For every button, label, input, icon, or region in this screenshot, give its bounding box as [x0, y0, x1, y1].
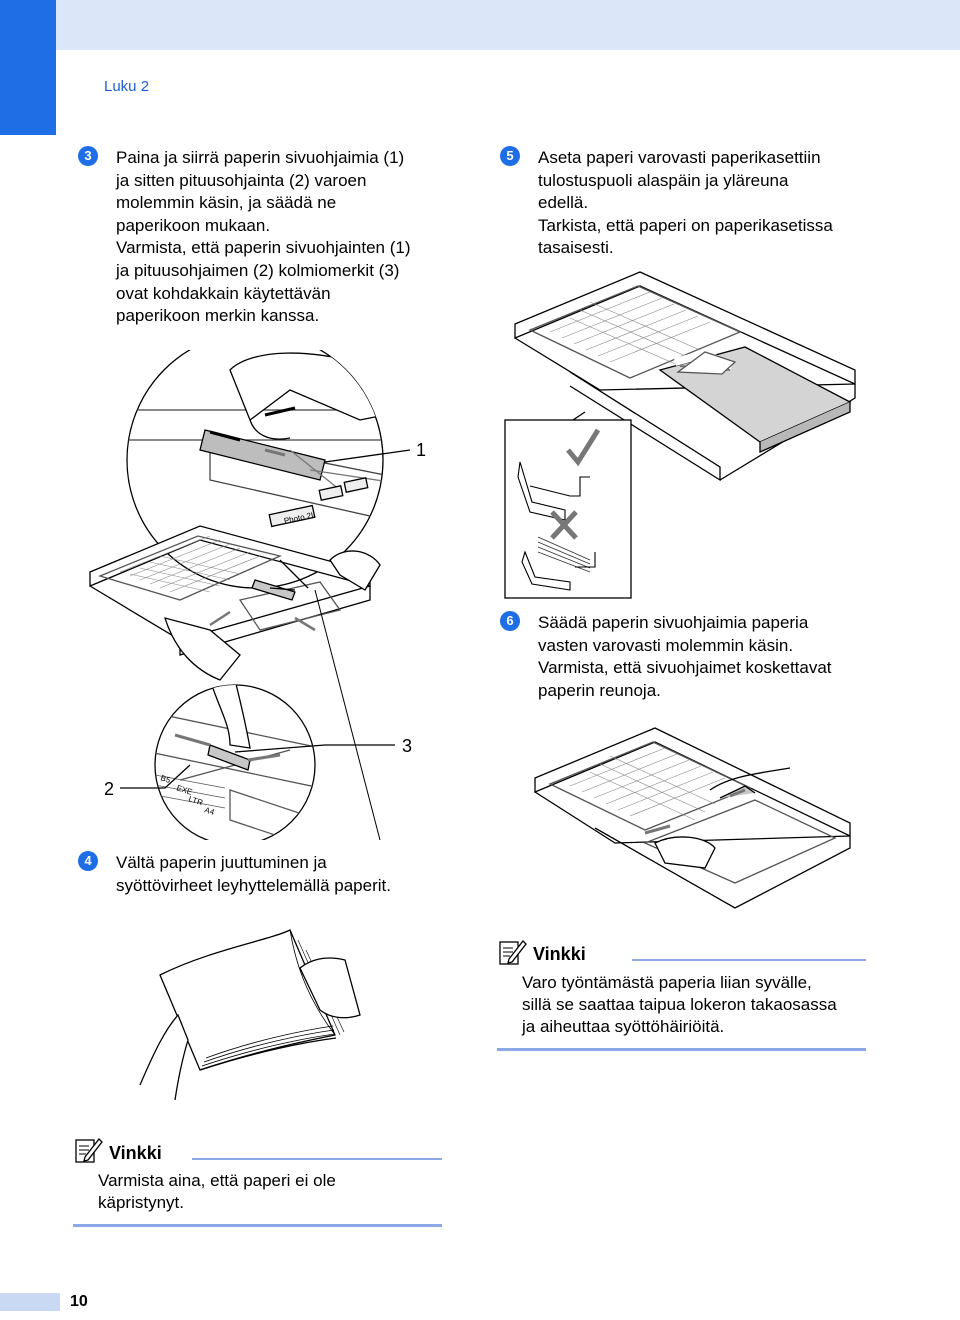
step-5-line: Aseta paperi varovasti paperikasettiin — [538, 148, 821, 167]
note-text-right: Varo työntämästä paperia liian syvälle, … — [522, 972, 882, 1038]
step-3-line: ovat kohdakkain käytettävän — [116, 283, 331, 303]
note-rule-bottom — [497, 1048, 866, 1051]
note-rule-top — [192, 1158, 442, 1160]
side-guide-adjust-illustration — [534, 727, 851, 909]
step-5-line: edellä. — [538, 193, 589, 213]
page-number-band — [0, 1293, 60, 1311]
cross-mark-icon — [550, 510, 578, 540]
page-number: 10 — [70, 1293, 88, 1310]
note-line: Varo työntämästä paperia liian syvälle, — [522, 973, 812, 992]
callout-1: 1 — [416, 440, 426, 460]
step-number-4: 4 — [78, 851, 98, 871]
step-3-text: Paina ja siirrä paperin sivuohjaimia (1)… — [116, 147, 446, 328]
step-4-text: Vältä paperin juuttuminen ja syöttövirhe… — [116, 852, 446, 897]
corner-tab — [0, 0, 56, 135]
note-title-right: Vinkki — [533, 944, 586, 964]
pencil-note-icon — [499, 940, 527, 965]
step-3-line: paperikoon mukaan. — [116, 215, 271, 235]
step-4-line: syöttövirheet leyhyttelemällä paperit. — [116, 875, 391, 895]
note-line: sillä se saattaa taipua lokeron takaosas… — [522, 995, 837, 1014]
step-6-line: paperin reunoja. — [538, 680, 661, 700]
callout-3: 3 — [402, 736, 412, 756]
note-rule-top — [632, 959, 866, 961]
tray-label-a4: A4 — [203, 805, 216, 817]
note-title-bottom: Vinkki — [109, 1143, 162, 1163]
tray-guides-illustration: Photo 2L 1 B5 EXE LTR A4 2 3 — [89, 350, 426, 840]
step-number-3: 3 — [78, 146, 98, 166]
step-5-text: Aseta paperi varovasti paperikasettiin t… — [538, 147, 898, 260]
step-4-line: Vältä paperin juuttuminen ja — [116, 853, 327, 872]
step-3-line: ja sitten pituusohjainta (2) varoen — [116, 170, 367, 190]
note-line: käpristynyt. — [98, 1193, 184, 1212]
step-6-line: Säädä paperin sivuohjaimia paperia — [538, 613, 809, 632]
chapter-label: Luku 2 — [104, 78, 150, 95]
note-text-bottom: Varmista aina, että paperi ei ole käpris… — [98, 1170, 438, 1214]
pencil-note-icon — [75, 1138, 103, 1163]
step-3-line: molemmin käsin, ja säädä ne — [116, 193, 337, 213]
step-number-6: 6 — [500, 611, 520, 631]
fan-paper-illustration — [139, 929, 361, 1100]
step-3-line: Varmista, että paperin sivuohjainten (1) — [116, 238, 411, 258]
tray-label-ltr: LTR — [187, 794, 204, 807]
tray-label-b5: B5 — [159, 773, 172, 785]
step-5-line: tasaisesti. — [538, 238, 614, 258]
step-number-5: 5 — [500, 146, 520, 166]
check-mark-icon — [566, 428, 601, 467]
step-6-line: vasten varovasti molemmin käsin. — [538, 635, 794, 655]
note-line: ja aiheuttaa syöttöhäiriöitä. — [522, 1017, 725, 1036]
step-3-line: paperikoon merkin kanssa. — [116, 306, 320, 326]
paper-insert-illustration — [504, 271, 856, 599]
header-band — [56, 0, 960, 50]
step-6-line: Varmista, että sivuohjaimet koskettavat — [538, 658, 832, 678]
step-5-line: tulostuspuoli alaspäin ja yläreuna — [538, 170, 789, 190]
step-3-line: ja pituusohjaimen (2) kolmiomerkit (3) — [116, 260, 400, 280]
step-5-line: Tarkista, että paperi on paperikasetissa — [538, 215, 833, 235]
note-line: Varmista aina, että paperi ei ole — [98, 1171, 336, 1190]
step-6-text: Säädä paperin sivuohjaimia paperia vaste… — [538, 612, 898, 702]
callout-2: 2 — [104, 779, 114, 799]
note-rule-bottom — [73, 1224, 442, 1227]
step-3-line: Paina ja siirrä paperin sivuohjaimia (1) — [116, 148, 405, 167]
